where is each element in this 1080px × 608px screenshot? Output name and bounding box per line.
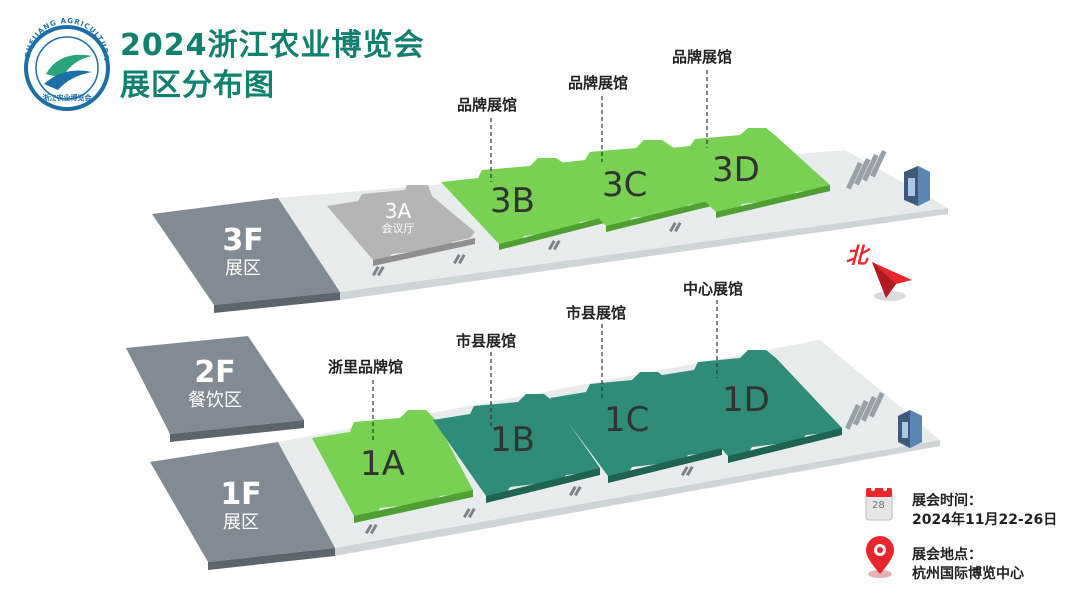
logo-bottom-text: 浙江农业博览会 — [43, 93, 93, 102]
floor-2f-block[interactable] — [126, 336, 304, 434]
hall-1a-code: 1A — [360, 444, 405, 484]
escalator-icons-1f — [365, 465, 694, 535]
hall-3b-code: 3B — [490, 181, 535, 221]
hall-3a[interactable] — [327, 185, 475, 260]
floor-2f-name: 餐饮区 — [188, 390, 242, 411]
hall-1d-name: 中心展馆 — [683, 280, 744, 298]
north-arrow — [872, 262, 912, 301]
exhibition-venue: 展会地点： 杭州国际博览中心 — [912, 546, 1024, 584]
building-icon-1f — [898, 410, 922, 448]
hall-1d[interactable] — [656, 350, 842, 456]
floor-2f-code: 2F — [194, 355, 236, 390]
hall-1a[interactable] — [312, 410, 473, 516]
hall-3d[interactable] — [652, 128, 830, 212]
hall-1b[interactable] — [433, 394, 600, 496]
location-pin-icon — [866, 536, 894, 578]
floor-1f-name: 展区 — [223, 512, 259, 533]
floor-3f-code: 3F — [222, 223, 264, 258]
exhibition-time: 展会时间： 2024年11月22-26日 — [912, 492, 1057, 530]
stairs-icon-3f — [846, 150, 887, 190]
floor-3f-label[interactable]: 3F 展区 — [198, 224, 288, 280]
hall-3d-name: 品牌展馆 — [672, 48, 733, 66]
floor-1f-block[interactable] — [150, 442, 335, 562]
hall-3c-name: 品牌展馆 — [568, 74, 629, 92]
floor-3f — [152, 70, 948, 313]
hall-3a-code: 3A — [384, 199, 412, 223]
hall-3a-sub: 会议厅 — [381, 222, 415, 235]
stairs-icon-1f — [845, 392, 885, 430]
hall-1c-name: 市县展馆 — [566, 304, 627, 322]
hall-1b-name: 市县展馆 — [456, 332, 517, 350]
time-label: 展会时间： — [912, 493, 982, 509]
floor-3f-name: 展区 — [225, 258, 261, 279]
hall-3a-label: 3A 会议厅 — [368, 200, 428, 236]
page-subtitle: 展区分布图 — [120, 68, 275, 103]
floor-1f — [150, 300, 940, 570]
escalator-icons-3f — [372, 222, 682, 277]
hall-1d-code: 1D — [722, 380, 770, 420]
hall-1c-code: 1C — [604, 400, 650, 440]
place-value: 杭州国际博览中心 — [912, 566, 1024, 582]
hall-3b-name: 品牌展馆 — [457, 96, 518, 114]
floor-3f-block[interactable] — [152, 198, 340, 305]
floor-2f — [126, 336, 304, 442]
place-label: 展会地点： — [912, 547, 982, 563]
time-value: 2024年11月22-26日 — [912, 512, 1058, 528]
hall-1a-name: 浙里品牌馆 — [328, 358, 404, 376]
floor-2f-label[interactable]: 2F 餐饮区 — [170, 356, 260, 412]
calendar-icon — [865, 487, 893, 521]
page-title: 2024浙江农业博览会 — [120, 28, 425, 63]
calendar-day: 28 — [872, 500, 885, 511]
hall-3c-code: 3C — [602, 165, 648, 205]
floor-1f-label[interactable]: 1F 展区 — [196, 478, 286, 534]
hall-1b-code: 1B — [490, 420, 535, 460]
fair-logo: ZHEJIANG AGRICULTURAL FAIR 浙江农业博览会 — [0, 0, 110, 111]
floor-1f-code: 1F — [220, 477, 262, 512]
hall-3d-code: 3D — [712, 150, 760, 190]
building-icon-3f — [904, 166, 930, 206]
